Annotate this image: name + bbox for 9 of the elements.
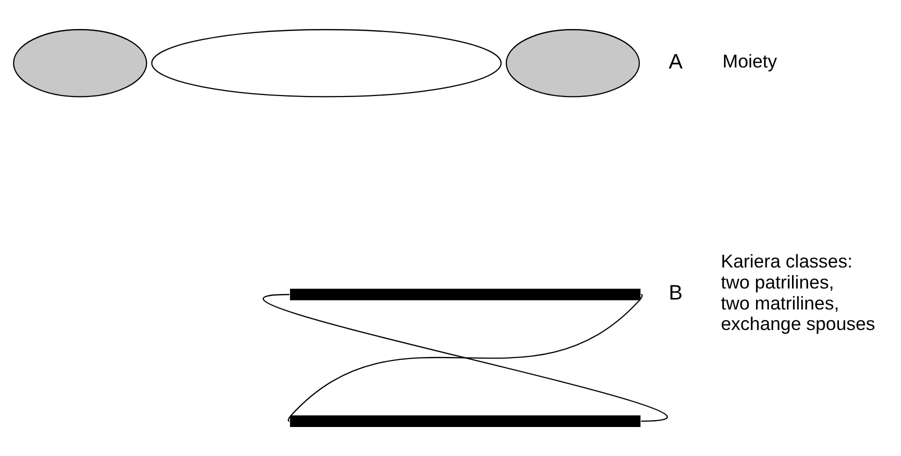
- node-ellipse: [506, 29, 640, 98]
- label: A: [668, 50, 683, 74]
- node-bar: [290, 288, 640, 300]
- node-ellipse: [12, 29, 148, 98]
- label: B: [668, 282, 683, 305]
- node-ellipse: [151, 29, 502, 98]
- label: Kariera classes: two patrilines, two matrilines, exchange spouses: [720, 250, 876, 334]
- node-bar: [290, 415, 640, 427]
- label: Moiety: [722, 50, 778, 72]
